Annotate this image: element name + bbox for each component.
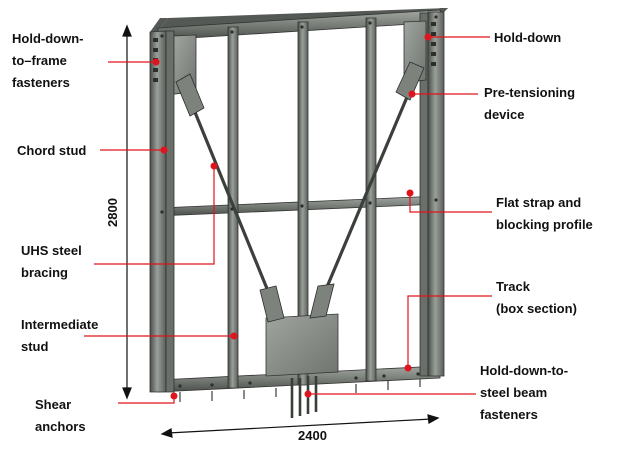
- label-line: Shear: [35, 397, 72, 412]
- label-track: Track (box section): [496, 276, 577, 320]
- pretension-device-right: [395, 61, 425, 101]
- label-line: Flat strap and: [496, 195, 582, 210]
- label-hold-down-to-steel-beam-fasteners: Hold-down-to- steel beam fasteners: [480, 360, 568, 426]
- label-flat-strap-blocking: Flat strap and blocking profile: [496, 192, 593, 236]
- label-line: Intermediate: [21, 317, 99, 332]
- label-line: Hold-down-: [12, 31, 84, 46]
- label-line: Chord stud: [17, 143, 87, 158]
- chord-stud-left: [149, 30, 167, 393]
- width-dimension-arrow: [160, 414, 440, 438]
- label-line: Hold-down: [494, 30, 562, 45]
- label-hold-down-to-frame-fasteners: Hold-down- to–frame fasteners: [12, 28, 83, 94]
- label-line: Hold-down-to-: [480, 363, 569, 378]
- label-chord-stud: Chord stud: [17, 140, 86, 162]
- height-dimension-label: 2800: [104, 198, 120, 227]
- shear-anchors: [179, 378, 421, 402]
- label-shear-anchors: Shear anchors: [35, 394, 86, 438]
- label-line: stud: [21, 339, 49, 354]
- height-dimension-arrow: [122, 24, 132, 400]
- intermediate-stud-3: [365, 17, 377, 382]
- label-line: device: [484, 107, 525, 122]
- label-line: anchors: [35, 419, 86, 434]
- label-line: Pre-tensioning: [484, 85, 576, 100]
- label-line: fasteners: [12, 75, 70, 90]
- bottom-device-left: [259, 285, 285, 323]
- label-hold-down: Hold-down: [494, 27, 561, 49]
- label-intermediate-stud: Intermediate stud: [21, 314, 98, 358]
- label-line: blocking profile: [496, 217, 593, 232]
- label-line: bracing: [21, 265, 68, 280]
- label-line: to–frame: [12, 53, 67, 68]
- chord-stud-right: [427, 11, 445, 377]
- bottom-hold-down-plate: [265, 313, 339, 377]
- label-pretensioning-device: Pre-tensioning device: [484, 82, 575, 126]
- label-uhs-steel-bracing: UHS steel bracing: [21, 240, 82, 284]
- label-line: (box section): [496, 301, 577, 316]
- track-bolts: [160, 15, 438, 388]
- label-line: Track: [496, 279, 530, 294]
- bottom-device-right: [309, 283, 335, 319]
- label-line: UHS steel: [21, 243, 82, 258]
- leader-lines: [84, 36, 492, 404]
- stud-left-inner: [165, 30, 175, 393]
- leader-dots: [152, 33, 432, 400]
- uhs-bracing: [188, 88, 412, 298]
- label-line: fasteners: [480, 407, 538, 422]
- pretension-device-left: [175, 73, 205, 117]
- label-line: steel beam: [480, 385, 548, 400]
- width-dimension-label: 2400: [298, 428, 327, 443]
